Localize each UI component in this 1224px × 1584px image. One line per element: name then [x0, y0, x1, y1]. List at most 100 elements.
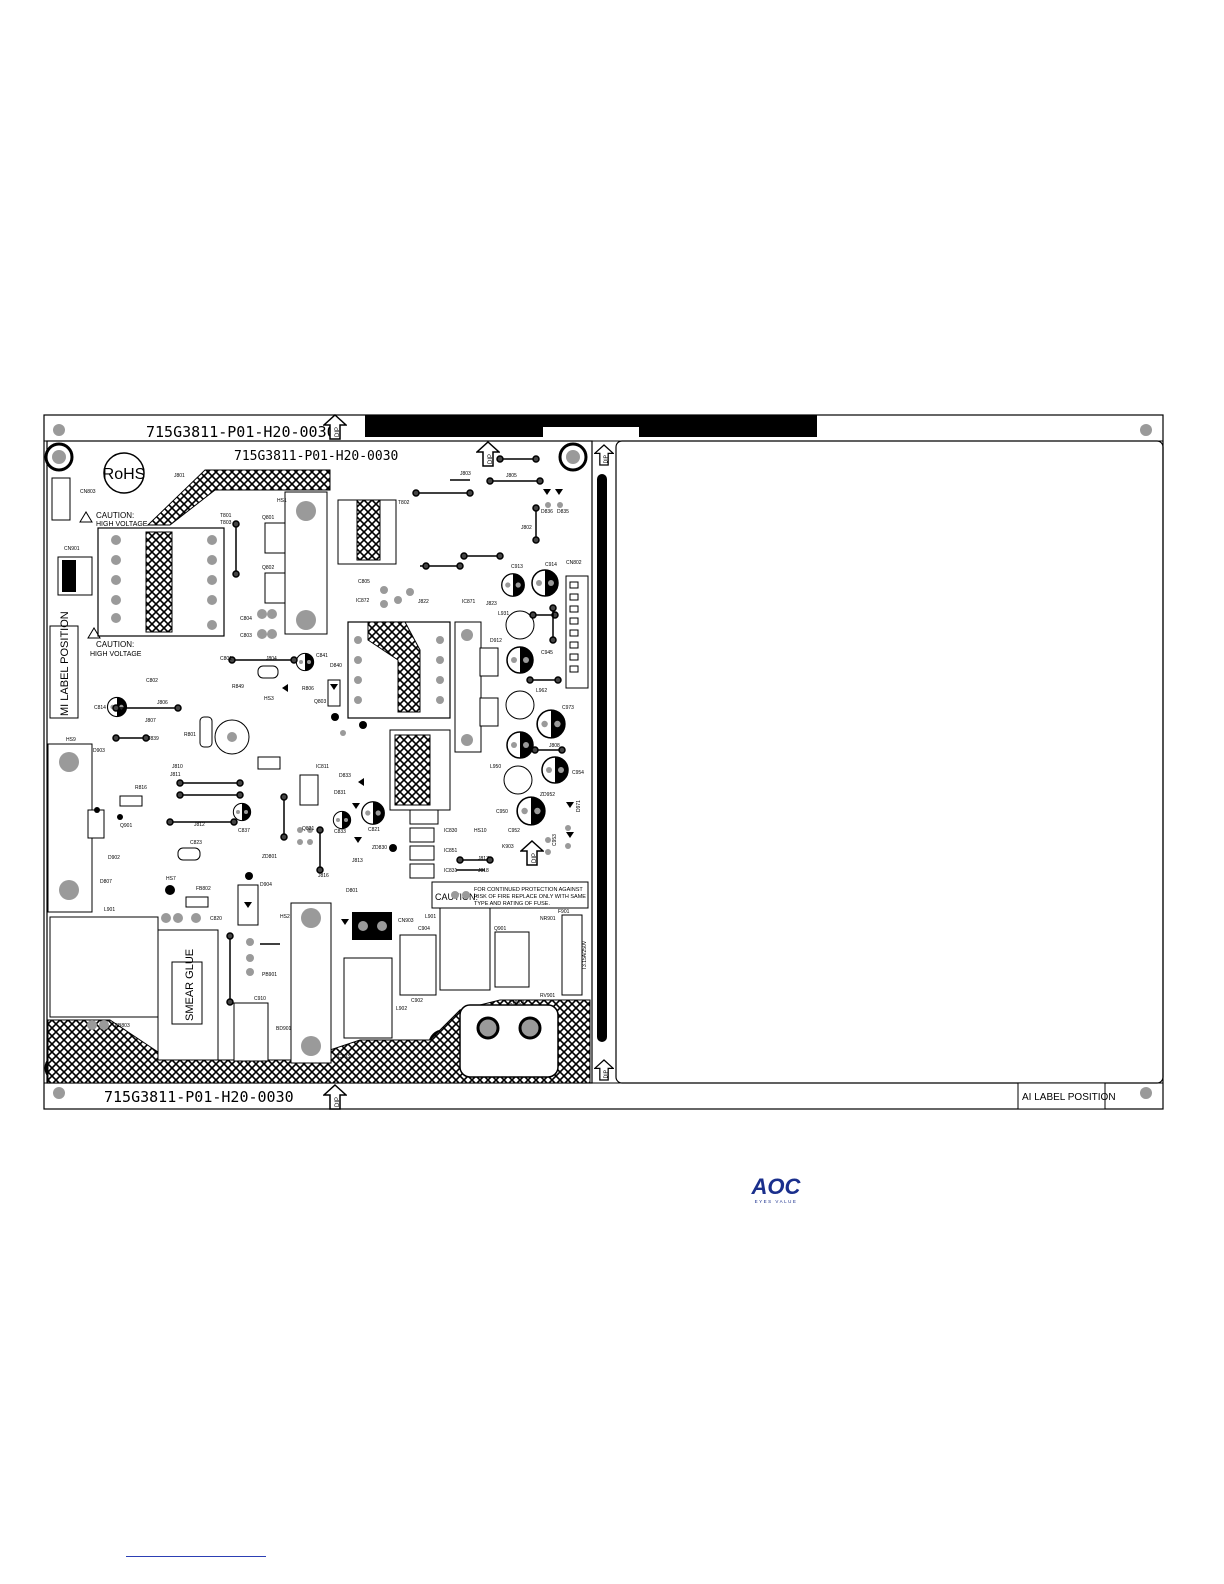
ref-c804: C804	[240, 616, 252, 622]
ref-c821: C821	[368, 827, 380, 833]
ai-label-position: AI LABEL POSITION	[1022, 1092, 1116, 1103]
ref-c904: C904	[418, 926, 430, 932]
ref-fb802: FB802	[196, 886, 211, 892]
ref-c801: C801	[220, 656, 232, 662]
ref-q802: Q802	[262, 565, 274, 571]
ref-j810: J810	[172, 764, 183, 770]
capacitor-icon	[541, 756, 569, 784]
ref-c837: C837	[238, 828, 250, 834]
caution-hv-title-1: CAUTION:	[96, 511, 134, 520]
ref-l962: L962	[536, 688, 547, 694]
ref-hs2: HS2	[280, 914, 290, 920]
ref-ic871: IC871	[462, 599, 476, 605]
ac-inlet	[459, 1004, 559, 1078]
ref-cn802: CN802	[566, 560, 582, 566]
ref-zd830: ZD830	[372, 845, 387, 851]
ref-cn903: CN903	[398, 918, 414, 924]
ref-c805: C805	[358, 579, 370, 585]
ref-r816: R816	[135, 785, 147, 791]
ref-r806: R806	[302, 686, 314, 692]
ref-k903: K903	[502, 844, 514, 850]
ref-j813: J813	[352, 858, 363, 864]
ref-zd952: ZD952	[540, 792, 555, 798]
ref-j817: J817	[478, 856, 489, 862]
ref-j804: J804	[266, 656, 277, 662]
ref-j811: J811	[170, 772, 181, 778]
connector-cn803	[51, 477, 71, 521]
ref-f901: F901	[558, 909, 570, 915]
ref-pb901: PB901	[262, 972, 277, 978]
ref-j802: J802	[521, 525, 532, 531]
inductor-block	[49, 916, 159, 1018]
ref-cn901: CN901	[509, 1000, 525, 1006]
ref-j808: J808	[549, 743, 560, 749]
dip-arrow-icon	[323, 1084, 347, 1110]
ref-j816: J816	[318, 873, 329, 879]
part-number-inner: 715G3811-P01-H20-0030	[234, 449, 398, 464]
ref-j823: J823	[486, 601, 497, 607]
capacitor-icon	[531, 569, 559, 597]
ref-j801: J801	[174, 473, 185, 479]
capacitor-icon	[506, 646, 534, 674]
ref-fb803: FB803	[115, 1023, 130, 1029]
part-number-top: 715G3811-P01-H20-0030	[146, 423, 336, 441]
heatsink-hs9	[454, 621, 482, 753]
ref-j822: J822	[418, 599, 429, 605]
capacitor-icon	[295, 652, 315, 672]
footer-rule	[126, 1556, 266, 1557]
ref-hs1: HS1	[277, 498, 287, 504]
mounting-hole-icon	[44, 442, 74, 472]
ref-d835: D835	[557, 509, 569, 515]
line-filter-l902	[343, 957, 393, 1039]
ref-ic831: IC831	[444, 868, 458, 874]
ref-ic851: IC851	[444, 848, 458, 854]
capacitor-icon	[536, 709, 566, 739]
edge-slot	[597, 474, 607, 1042]
ref-d903: D903	[93, 748, 105, 754]
ref-j818: J818	[478, 868, 489, 874]
dip-arrow-icon	[594, 1059, 614, 1081]
ref-q901b: Q901	[494, 926, 506, 932]
ref-d902: D902	[108, 855, 120, 861]
ref-d836: D836	[541, 509, 553, 515]
ref-d807: D807	[100, 879, 112, 885]
ref-t802: T802	[398, 500, 410, 506]
hatch-top-band	[146, 469, 331, 526]
ref-ic811: IC811	[316, 764, 329, 770]
ref-c902: C902	[411, 998, 423, 1004]
fuse-caution-line2: RISK OF FIRE REPLACE ONLY WITH SAME	[474, 894, 586, 900]
aoc-logo: AOC EYES VALUE	[744, 1172, 808, 1206]
ref-c910: C910	[254, 996, 266, 1002]
ref-c914: C914	[545, 562, 557, 568]
ref-c953: C953	[552, 834, 558, 846]
ref-c833: C833	[334, 829, 346, 835]
fuse-caution-line3: TYPE AND RATING OF FUSE.	[474, 901, 550, 907]
capacitor-icon	[506, 731, 534, 759]
ref-l931: L931	[498, 611, 509, 617]
ref-c913: C913	[511, 564, 523, 570]
ref-c973: C973	[562, 705, 574, 711]
ref-j807: J807	[145, 718, 156, 724]
ref-c954: C954	[572, 770, 584, 776]
part-number-bottom: 715G3811-P01-H20-0030	[104, 1088, 294, 1106]
dip-arrow-icon	[594, 444, 614, 466]
ref-l950: L950	[490, 764, 501, 770]
ref-ic830: IC830	[444, 828, 458, 834]
ref-q901: Q901	[120, 823, 132, 829]
ref-d801: D801	[346, 888, 358, 894]
caution-hv-title-2: CAUTION:	[96, 640, 134, 649]
ref-hs9: HS9	[66, 737, 76, 743]
ref-c814: C814	[94, 705, 106, 711]
capacitor-icon	[232, 802, 252, 822]
ref-c841: C841	[316, 653, 328, 659]
ref-c950: C950	[496, 809, 508, 815]
ref-t801: T801	[220, 513, 232, 519]
mi-label-position: MI LABEL POSITION	[59, 611, 71, 716]
ref-l901: L901	[104, 907, 115, 913]
ref-cn901a: CN901	[64, 546, 80, 552]
ref-d904: D904	[260, 882, 272, 888]
ref-j839: J839	[148, 736, 159, 742]
ref-d971: D971	[576, 800, 582, 812]
aoc-logo-tagline: EYES VALUE	[755, 1199, 798, 1204]
dip-arrow-icon	[476, 441, 500, 467]
